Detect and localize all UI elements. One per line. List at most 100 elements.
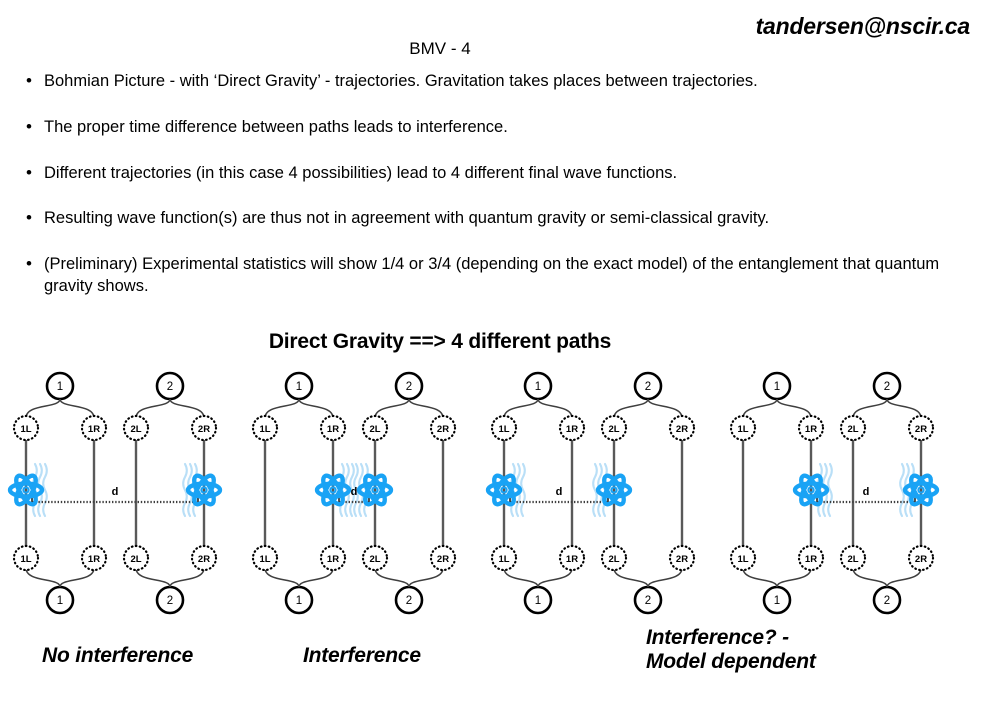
atom-1L-orbit-2 <box>14 473 38 507</box>
split-top-1L <box>742 398 778 419</box>
split-bottom-2R <box>886 567 922 588</box>
node-arm-bottom-1R-label: 1R <box>327 554 339 565</box>
node-top-2-label: 2 <box>167 381 173 393</box>
node-bottom-2-label: 2 <box>406 595 412 607</box>
node-arm-bottom-1L-label: 1L <box>259 554 270 565</box>
split-top-1L <box>264 398 300 419</box>
node-arm-bottom-1R-circle <box>797 544 825 572</box>
bullet-item-1: Bohmian Picture - with ‘Direct Gravity’ … <box>24 70 954 93</box>
node-arm-top-1L-circle <box>490 414 518 442</box>
split-bottom-2L <box>374 567 410 588</box>
node-arm-bottom-2R-label: 2R <box>198 554 210 565</box>
node-top-2-label: 2 <box>884 381 890 393</box>
node-arm-top-2L-label: 2L <box>130 424 141 435</box>
node-bottom-1-label: 1 <box>296 595 302 607</box>
bullet-item-4: Resulting wave function(s) are thus not … <box>24 207 954 230</box>
node-arm-top-1R-circle <box>80 414 108 442</box>
node-arm-top-2R-circle <box>190 414 218 442</box>
node-arm-bottom-1L-circle <box>251 544 279 572</box>
node-arm-top-2L-circle <box>122 414 150 442</box>
panel-caption-3: Interference? - Model dependent <box>646 626 816 673</box>
node-arm-top-2L-circle <box>361 414 389 442</box>
node-arm-top-2R-circle <box>429 414 457 442</box>
node-top-1-label: 1 <box>535 381 541 393</box>
gravity-wave-right-squiggle-1 <box>182 462 188 518</box>
atom-2R-orbit-1 <box>902 481 940 499</box>
gravity-wave-right-squiggle-1 <box>592 462 598 518</box>
node-arm-bottom-1L-circle <box>490 544 518 572</box>
atom-2L <box>595 473 633 507</box>
node-arm-bottom-2R-label: 2R <box>676 554 688 565</box>
split-bottom-1L <box>25 567 61 588</box>
atom-1L-orbit-3 <box>14 473 38 507</box>
node-arm-bottom-2R-label: 2R <box>915 554 927 565</box>
split-bottom-1R <box>776 567 812 588</box>
atom-1L-nucleus <box>500 486 508 494</box>
atom-1L-orbit-1 <box>7 481 45 499</box>
split-top-1L <box>503 398 539 419</box>
atom-2R <box>902 473 940 507</box>
atom-2R-nucleus <box>200 486 208 494</box>
split-top-2R <box>886 398 922 419</box>
atom-1R-orbit-3 <box>321 473 345 507</box>
atom-1R-orbit-3 <box>799 473 823 507</box>
node-arm-bottom-1L-label: 1L <box>20 554 31 565</box>
atom-2R <box>185 473 223 507</box>
node-arm-bottom-2R-circle <box>190 544 218 572</box>
node-arm-top-1L-label: 1L <box>20 424 31 435</box>
split-top-2R <box>408 398 444 419</box>
node-bottom-1-label: 1 <box>57 595 63 607</box>
node-arm-top-1R-label: 1R <box>805 424 817 435</box>
slide-title: BMV - 4 <box>409 39 471 58</box>
split-top-2L <box>135 398 171 419</box>
distance-marker-label: d <box>351 486 358 498</box>
node-arm-bottom-2R-circle <box>429 544 457 572</box>
atom-1L-nucleus <box>22 486 30 494</box>
section-heading: Direct Gravity ==> 4 different paths <box>268 330 612 353</box>
node-arm-top-1L-label: 1L <box>498 424 509 435</box>
node-arm-bottom-2L-circle <box>361 544 389 572</box>
atom-1R-orbit-1 <box>792 481 830 499</box>
node-top-1-label: 1 <box>774 381 780 393</box>
gravity-wave-left-squiggle-3 <box>349 462 355 518</box>
atom-2L-nucleus <box>610 486 618 494</box>
atom-2R-orbit-3 <box>192 473 216 507</box>
node-arm-bottom-2R-circle <box>668 544 696 572</box>
node-arm-top-2R-label: 2R <box>915 424 927 435</box>
node-bottom-2-label: 2 <box>167 595 173 607</box>
node-arm-bottom-2L-circle <box>600 544 628 572</box>
atom-1R-orbit-1 <box>314 481 352 499</box>
node-top-1-label: 1 <box>57 381 63 393</box>
node-arm-top-2R-label: 2R <box>437 424 449 435</box>
gravity-wave-right-squiggle-1 <box>899 462 905 518</box>
node-arm-top-2L-circle <box>839 414 867 442</box>
node-top-2-label: 2 <box>645 381 651 393</box>
distance-marker-label: d <box>863 486 870 498</box>
node-arm-top-2R-label: 2R <box>198 424 210 435</box>
node-arm-bottom-1R-label: 1R <box>805 554 817 565</box>
distance-marker-label: d <box>556 486 563 498</box>
atom-2L-orbit-2 <box>602 473 626 507</box>
split-top-1R <box>537 398 573 419</box>
node-arm-bottom-2L-circle <box>839 544 867 572</box>
split-top-2L <box>852 398 888 419</box>
atom-2L-orbit-1 <box>595 481 633 499</box>
node-arm-bottom-1L-circle <box>729 544 757 572</box>
atom-1R-nucleus <box>807 486 815 494</box>
gravity-wave-right-squiggle-1 <box>353 462 359 518</box>
split-bottom-2R <box>408 567 444 588</box>
node-arm-bottom-2L-label: 2L <box>847 554 858 565</box>
author-email: tandersen@nscir.ca <box>755 13 971 39</box>
node-top-1-label: 1 <box>296 381 302 393</box>
panel-caption-1: No interference <box>42 644 194 667</box>
node-arm-bottom-1R-circle <box>319 544 347 572</box>
atom-1R-orbit-2 <box>799 473 823 507</box>
node-arm-top-1L-circle <box>251 414 279 442</box>
